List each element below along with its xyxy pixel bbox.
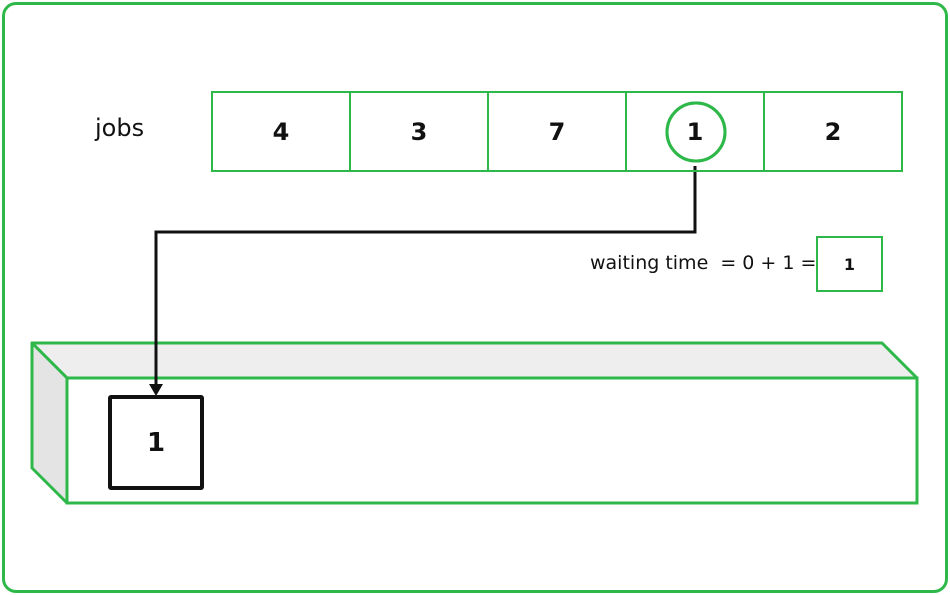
jobs-array: 4 3 7 1 2 (211, 91, 903, 172)
dequeue-arrow (154, 166, 697, 388)
waiting-time-result: 1 (816, 236, 883, 292)
job-cell-1: 3 (349, 91, 489, 172)
jobs-label: jobs (95, 114, 145, 142)
waiting-time-formula: waiting time = 0 + 1 = (590, 252, 817, 274)
job-cell-3-value: 1 (686, 117, 704, 146)
arrow-head (149, 384, 163, 396)
queue-item-0: 1 (108, 395, 204, 490)
job-cell-3: 1 (625, 91, 765, 172)
job-cell-0: 4 (211, 91, 351, 172)
job-cell-2: 7 (487, 91, 627, 172)
queue-top-face (30, 341, 919, 380)
job-cell-4: 2 (763, 91, 903, 172)
queue-front-face (65, 376, 919, 505)
